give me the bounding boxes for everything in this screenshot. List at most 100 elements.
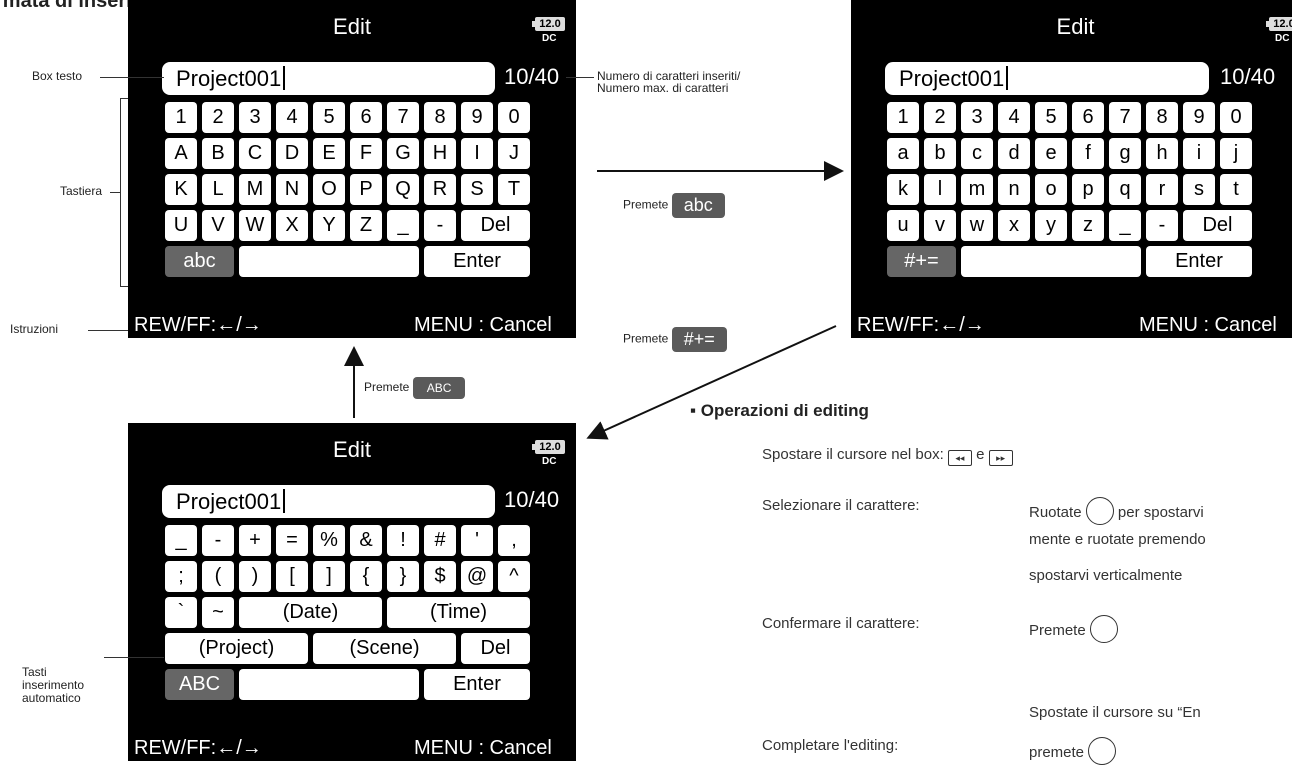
key[interactable]: d — [998, 138, 1030, 169]
key[interactable]: ] — [313, 561, 345, 592]
key[interactable]: m — [961, 174, 993, 205]
key[interactable]: L — [202, 174, 234, 205]
key[interactable]: 0 — [498, 102, 530, 133]
key[interactable]: X — [276, 210, 308, 241]
key[interactable]: I — [461, 138, 493, 169]
key[interactable]: ) — [239, 561, 271, 592]
key[interactable]: q — [1109, 174, 1141, 205]
space-key[interactable] — [239, 246, 419, 277]
key[interactable]: ^ — [498, 561, 530, 592]
key[interactable]: f — [1072, 138, 1104, 169]
case-toggle-key[interactable]: ABC — [165, 669, 234, 700]
enter-key[interactable]: Enter — [1146, 246, 1252, 277]
key[interactable]: 6 — [1072, 102, 1104, 133]
key[interactable]: c — [961, 138, 993, 169]
key[interactable]: { — [350, 561, 382, 592]
key[interactable]: V — [202, 210, 234, 241]
key[interactable]: 4 — [998, 102, 1030, 133]
key[interactable]: $ — [424, 561, 456, 592]
key[interactable]: 9 — [461, 102, 493, 133]
key[interactable]: 9 — [1183, 102, 1215, 133]
key[interactable]: U — [165, 210, 197, 241]
key[interactable]: 7 — [387, 102, 419, 133]
key[interactable]: 0 — [1220, 102, 1252, 133]
key[interactable]: + — [239, 525, 271, 556]
key[interactable]: A — [165, 138, 197, 169]
key[interactable]: a — [887, 138, 919, 169]
enter-key[interactable]: Enter — [424, 246, 530, 277]
key[interactable]: , — [498, 525, 530, 556]
key[interactable]: z — [1072, 210, 1104, 241]
key[interactable]: 5 — [1035, 102, 1067, 133]
key[interactable]: p — [1072, 174, 1104, 205]
key[interactable]: @ — [461, 561, 493, 592]
key[interactable]: B — [202, 138, 234, 169]
symbols-toggle-key[interactable]: #+= — [887, 246, 956, 277]
key[interactable]: 5 — [313, 102, 345, 133]
key[interactable]: H — [424, 138, 456, 169]
key[interactable]: l — [924, 174, 956, 205]
key[interactable]: g — [1109, 138, 1141, 169]
key[interactable]: # — [424, 525, 456, 556]
key[interactable]: T — [498, 174, 530, 205]
scene-key[interactable]: (Scene) — [313, 633, 456, 664]
space-key[interactable] — [239, 669, 419, 700]
key[interactable]: 3 — [961, 102, 993, 133]
date-key[interactable]: (Date) — [239, 597, 382, 628]
key[interactable]: N — [276, 174, 308, 205]
key[interactable]: v — [924, 210, 956, 241]
key[interactable]: Z — [350, 210, 382, 241]
enter-key[interactable]: Enter — [424, 669, 530, 700]
key[interactable]: G — [387, 138, 419, 169]
key[interactable]: O — [313, 174, 345, 205]
key[interactable]: ~ — [202, 597, 234, 628]
key[interactable]: x — [998, 210, 1030, 241]
text-box[interactable]: Project001 — [885, 62, 1209, 95]
key[interactable]: 1 — [165, 102, 197, 133]
key[interactable]: Q — [387, 174, 419, 205]
project-key[interactable]: (Project) — [165, 633, 308, 664]
key[interactable]: D — [276, 138, 308, 169]
key[interactable]: 8 — [424, 102, 456, 133]
del-key[interactable]: Del — [461, 210, 530, 241]
key[interactable]: Y — [313, 210, 345, 241]
key[interactable]: 4 — [276, 102, 308, 133]
key[interactable]: b — [924, 138, 956, 169]
key[interactable]: - — [202, 525, 234, 556]
key[interactable]: s — [1183, 174, 1215, 205]
key[interactable]: R — [424, 174, 456, 205]
key[interactable]: e — [1035, 138, 1067, 169]
key[interactable]: o — [1035, 174, 1067, 205]
key[interactable]: ` — [165, 597, 197, 628]
key[interactable]: 2 — [924, 102, 956, 133]
key[interactable]: [ — [276, 561, 308, 592]
key[interactable]: E — [313, 138, 345, 169]
key[interactable]: P — [350, 174, 382, 205]
key[interactable]: = — [276, 525, 308, 556]
key[interactable]: _ — [387, 210, 419, 241]
key[interactable]: & — [350, 525, 382, 556]
key[interactable]: 1 — [887, 102, 919, 133]
del-key[interactable]: Del — [461, 633, 530, 664]
text-box[interactable]: Project001 — [162, 485, 495, 518]
key[interactable]: _ — [165, 525, 197, 556]
key[interactable]: j — [1220, 138, 1252, 169]
key[interactable]: - — [424, 210, 456, 241]
time-key[interactable]: (Time) — [387, 597, 530, 628]
key[interactable]: h — [1146, 138, 1178, 169]
key[interactable]: 2 — [202, 102, 234, 133]
key[interactable]: k — [887, 174, 919, 205]
key[interactable]: J — [498, 138, 530, 169]
key[interactable]: ; — [165, 561, 197, 592]
key[interactable]: r — [1146, 174, 1178, 205]
key[interactable]: ! — [387, 525, 419, 556]
key[interactable]: ( — [202, 561, 234, 592]
key[interactable]: _ — [1109, 210, 1141, 241]
key[interactable]: - — [1146, 210, 1178, 241]
key[interactable]: S — [461, 174, 493, 205]
key[interactable]: y — [1035, 210, 1067, 241]
key[interactable]: } — [387, 561, 419, 592]
key[interactable]: t — [1220, 174, 1252, 205]
key[interactable]: u — [887, 210, 919, 241]
key[interactable]: n — [998, 174, 1030, 205]
